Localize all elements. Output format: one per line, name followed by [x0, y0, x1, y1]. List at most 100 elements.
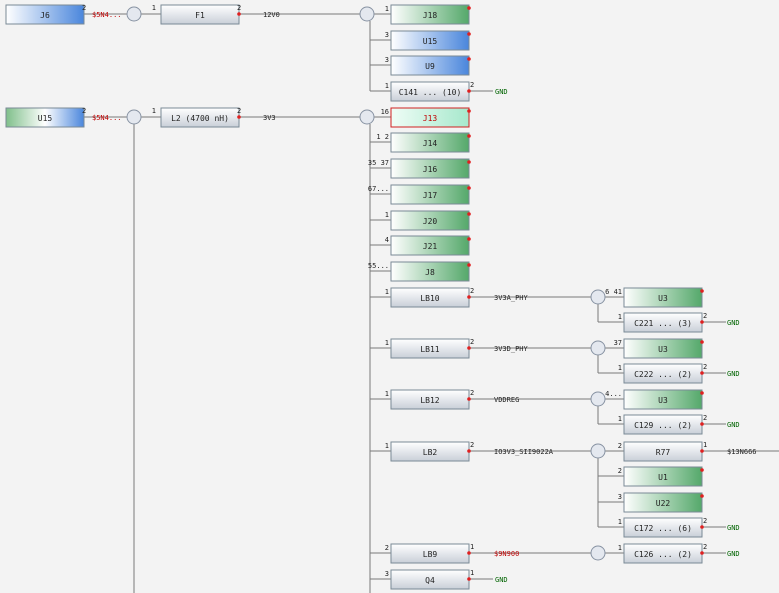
- net-label: 3V3A_PHY: [494, 294, 529, 302]
- net-junction[interactable]: [126, 6, 142, 22]
- pin-label: 1: [618, 313, 622, 321]
- net-label: GND: [495, 576, 508, 584]
- component-body[interactable]: [623, 466, 703, 487]
- pin-label: 1: [618, 544, 622, 552]
- pin-marker: [467, 346, 471, 350]
- component-ref: LB9: [423, 550, 438, 559]
- component-c141[interactable]: C141 ... (10): [390, 81, 470, 102]
- net-junction[interactable]: [359, 6, 375, 22]
- pin-label: 55...: [368, 262, 389, 270]
- pin-label: 1: [385, 288, 389, 296]
- component-ref: J20: [423, 217, 438, 226]
- component-j17[interactable]: J17: [390, 184, 470, 205]
- pin-marker: [467, 397, 471, 401]
- component-j18[interactable]: J18: [390, 4, 470, 25]
- pin-marker: [700, 422, 704, 426]
- load-c126[interactable]: C126 ... (2): [623, 543, 703, 564]
- net-junction[interactable]: [590, 289, 606, 305]
- component-j21[interactable]: J21: [390, 235, 470, 256]
- component-ref: U1: [658, 473, 668, 482]
- component-j8[interactable]: J8: [390, 261, 470, 282]
- pin-marker: [467, 212, 471, 216]
- component-body[interactable]: [390, 132, 470, 153]
- pin-label: 16: [381, 108, 389, 116]
- pin-marker: [467, 89, 471, 93]
- component-j16[interactable]: J16: [390, 158, 470, 179]
- branch-lb11[interactable]: LB11: [390, 338, 470, 359]
- pin-label: 2: [470, 389, 474, 397]
- pin-label: 1: [385, 5, 389, 13]
- component-body[interactable]: [390, 184, 470, 205]
- branch-lb12[interactable]: LB12: [390, 389, 470, 410]
- component-ref: J18: [423, 11, 438, 20]
- filter-1[interactable]: L2 (4700 nH): [160, 107, 240, 128]
- component-ref: C222 ... (2): [634, 370, 692, 379]
- pin-label: 2: [470, 287, 474, 295]
- component-q4[interactable]: Q4: [390, 569, 470, 590]
- component-body[interactable]: [390, 158, 470, 179]
- component-ref: L2 (4700 nH): [171, 114, 229, 123]
- filter-0[interactable]: F1: [160, 4, 240, 25]
- net-junction[interactable]: [126, 109, 142, 125]
- component-body[interactable]: [390, 30, 470, 51]
- component-body[interactable]: [623, 338, 703, 359]
- pin-label: 2: [237, 107, 241, 115]
- branch-lb2[interactable]: LB2: [390, 441, 470, 462]
- component-j20[interactable]: J20: [390, 210, 470, 231]
- component-body[interactable]: [623, 389, 703, 410]
- component-j14[interactable]: J14: [390, 132, 470, 153]
- component-ref: J16: [423, 165, 438, 174]
- component-u9[interactable]: U9: [390, 55, 470, 76]
- component-body[interactable]: [390, 261, 470, 282]
- component-body[interactable]: [390, 107, 470, 128]
- pin-marker: [237, 115, 241, 119]
- component-body[interactable]: [5, 4, 85, 25]
- load-u3[interactable]: U3: [623, 389, 703, 410]
- pin-marker: [467, 449, 471, 453]
- source-j6[interactable]: J6: [5, 4, 85, 25]
- load-u3[interactable]: U3: [623, 287, 703, 308]
- branch-lb10[interactable]: LB10: [390, 287, 470, 308]
- pin-marker: [467, 551, 471, 555]
- pin-label: 35 37: [368, 159, 389, 167]
- component-body[interactable]: [390, 55, 470, 76]
- pin-label: 1: [385, 339, 389, 347]
- component-ref: U15: [423, 37, 438, 46]
- component-u15[interactable]: U15: [390, 30, 470, 51]
- net-junction[interactable]: [590, 340, 606, 356]
- load-c172[interactable]: C172 ... (6): [623, 517, 703, 538]
- component-body[interactable]: [390, 4, 470, 25]
- pin-label: 2: [703, 517, 707, 525]
- component-ref: C221 ... (3): [634, 319, 692, 328]
- net-label: GND: [727, 319, 740, 327]
- component-ref: C126 ... (2): [634, 550, 692, 559]
- load-u1[interactable]: U1: [623, 466, 703, 487]
- pin-marker: [467, 186, 471, 190]
- component-ref: F1: [195, 11, 205, 20]
- load-c129[interactable]: C129 ... (2): [623, 414, 703, 435]
- component-ref: LB11: [420, 345, 439, 354]
- component-body[interactable]: [5, 107, 85, 128]
- load-c221[interactable]: C221 ... (3): [623, 312, 703, 333]
- component-body[interactable]: [390, 210, 470, 231]
- pin-label: 1: [470, 543, 474, 551]
- net-junction[interactable]: [590, 443, 606, 459]
- pin-marker: [700, 551, 704, 555]
- pin-label: 1: [152, 4, 156, 12]
- component-body[interactable]: [390, 235, 470, 256]
- pin-label: 1: [385, 82, 389, 90]
- net-junction[interactable]: [359, 109, 375, 125]
- component-body[interactable]: [623, 492, 703, 513]
- branch-lb9[interactable]: LB9: [390, 543, 470, 564]
- load-u3[interactable]: U3: [623, 338, 703, 359]
- net-junction[interactable]: [590, 391, 606, 407]
- pin-label: 2: [618, 442, 622, 450]
- component-j13[interactable]: J13: [390, 107, 470, 128]
- net-junction[interactable]: [590, 545, 606, 561]
- load-r77[interactable]: R77: [623, 441, 703, 462]
- source-u15[interactable]: U15: [5, 107, 85, 128]
- load-u22[interactable]: U22: [623, 492, 703, 513]
- load-c222[interactable]: C222 ... (2): [623, 363, 703, 384]
- component-body[interactable]: [623, 287, 703, 308]
